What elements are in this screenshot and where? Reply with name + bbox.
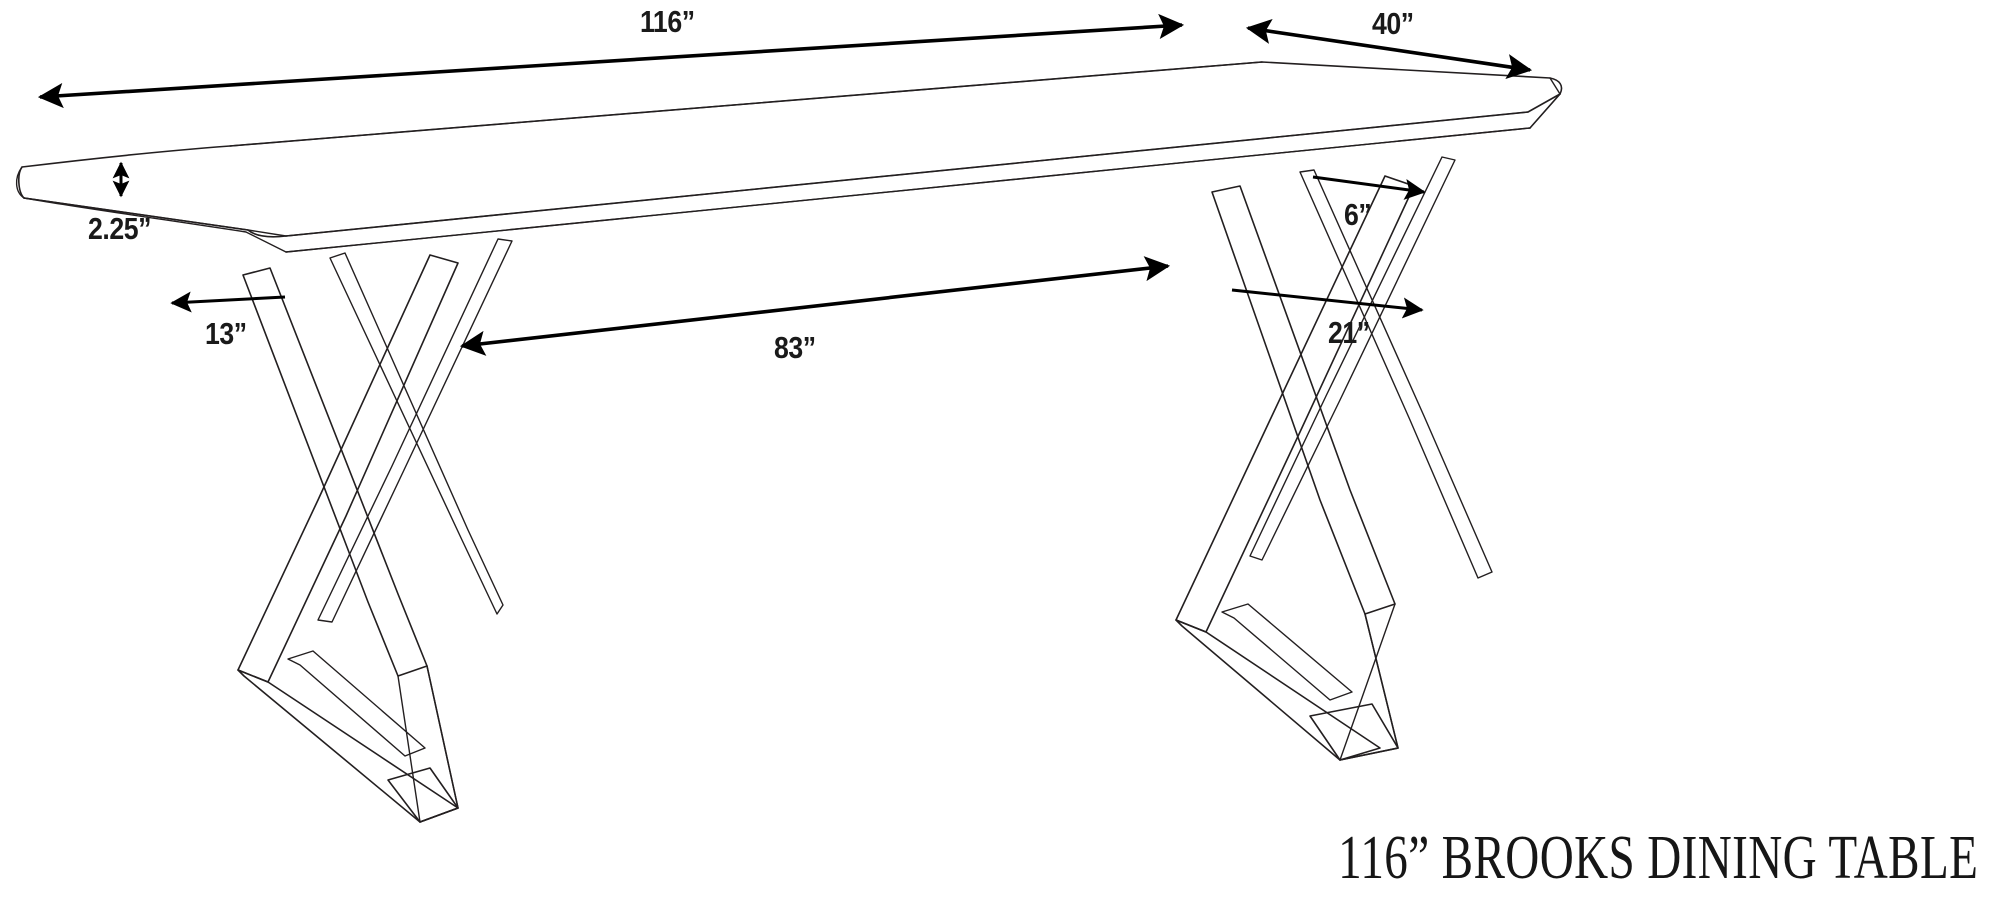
dimension-label-clearance: 83”: [774, 330, 816, 365]
dimension-line-overhang: [170, 291, 286, 313]
product-title: 116” BROOKS DINING TABLE: [1337, 824, 1978, 892]
dimension-line-length: [37, 13, 1185, 109]
dimension-line-clearance: [459, 256, 1171, 356]
dimension-line-leg-x-width: [1231, 288, 1424, 319]
dimension-label-length: 116”: [640, 4, 695, 39]
dimension-label-leg-stock: 6”: [1344, 197, 1372, 232]
right-x-leg: [1175, 156, 1493, 761]
dimension-line-leg-stock: [1312, 175, 1426, 200]
dimension-label-width: 40”: [1372, 6, 1414, 41]
dimension-label-overhang: 13”: [205, 316, 247, 351]
dimension-label-leg-x-width: 21”: [1328, 315, 1370, 350]
dimension-line-width: [1245, 18, 1533, 80]
left-x-leg: [237, 238, 513, 823]
dimension-label-thickness: 2.25”: [88, 211, 152, 246]
table-top-slab: [15, 61, 1563, 253]
